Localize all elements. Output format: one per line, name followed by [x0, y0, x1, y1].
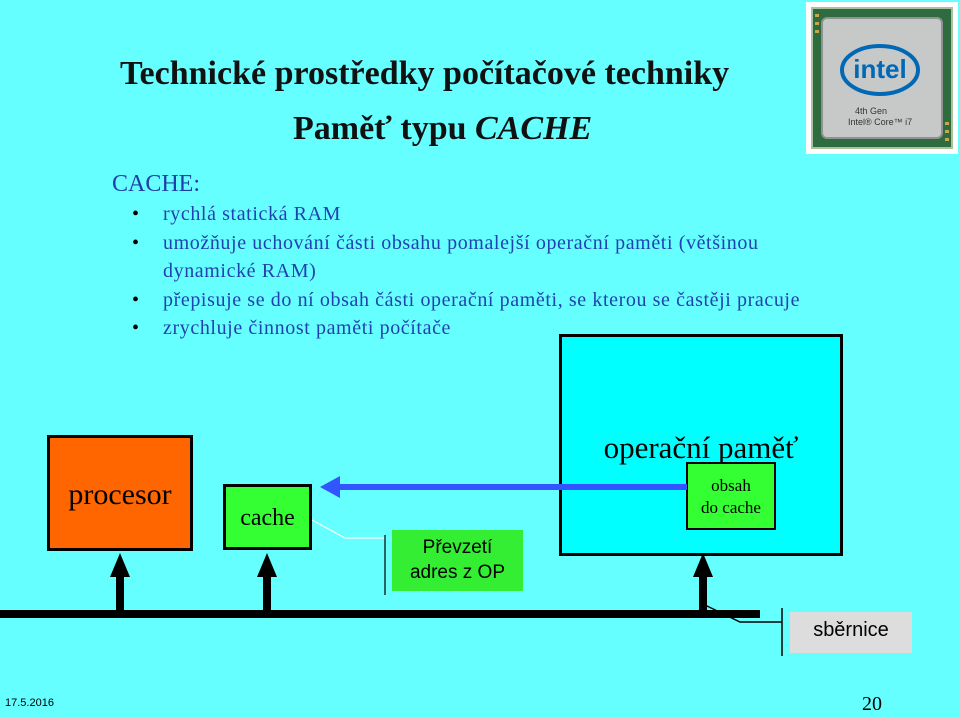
sbernice-callout [790, 612, 912, 653]
intel-chip-image: intel 4th Gen Intel® Core™ i7 [806, 2, 958, 154]
transfer-arrow-to-cache [320, 476, 687, 498]
obsah-do-cache-box [686, 462, 776, 530]
adres-z-op-label: adres z OP [409, 562, 506, 583]
procesor-label: procesor [68, 478, 172, 511]
cache-box [223, 484, 312, 550]
slide-subtitle: Paměť typu CACHE [293, 110, 592, 148]
prevzeti-callout-leader [311, 519, 386, 595]
bus-arrow-procesor [110, 553, 130, 612]
operacni-pamet-label: operační paměť [603, 430, 799, 465]
slide-title: Technické prostředky počítačové techniky [120, 55, 730, 92]
system-bus [0, 610, 760, 618]
chip-logo-text: intel [853, 54, 906, 84]
subtitle-cache: CACHE [475, 110, 593, 147]
page-number: 20 [862, 693, 882, 715]
bullet-item: rychlá statická RAM [130, 200, 850, 229]
procesor-box [47, 435, 193, 551]
slide-date: 17.5.2016 [5, 697, 54, 709]
bullet-item: zrychluje činnost paměti počítače [130, 314, 850, 343]
bullet-item: umožňuje uchování části obsahu pomalejší… [130, 229, 850, 286]
prevzeti-label: Převzetí [422, 537, 493, 558]
bullet-item: přepisuje se do ní obsah části operační … [130, 286, 850, 315]
chip-gen-text: 4th Gen [855, 106, 887, 116]
do-cache-label: do cache [701, 498, 761, 517]
cache-heading: CACHE: [112, 171, 201, 197]
bullet-list: rychlá statická RAM umožňuje uchování čá… [130, 200, 850, 343]
prevzeti-adres-callout [392, 530, 523, 591]
subtitle-prefix: Paměť typu [293, 110, 476, 147]
bus-arrow-ram [693, 553, 713, 612]
cache-label: cache [240, 505, 295, 531]
chip-model-text: Intel® Core™ i7 [848, 117, 912, 127]
bus-arrow-cache [257, 553, 277, 612]
obsah-label: obsah [711, 476, 751, 495]
sbernice-label: sběrnice [813, 619, 889, 641]
